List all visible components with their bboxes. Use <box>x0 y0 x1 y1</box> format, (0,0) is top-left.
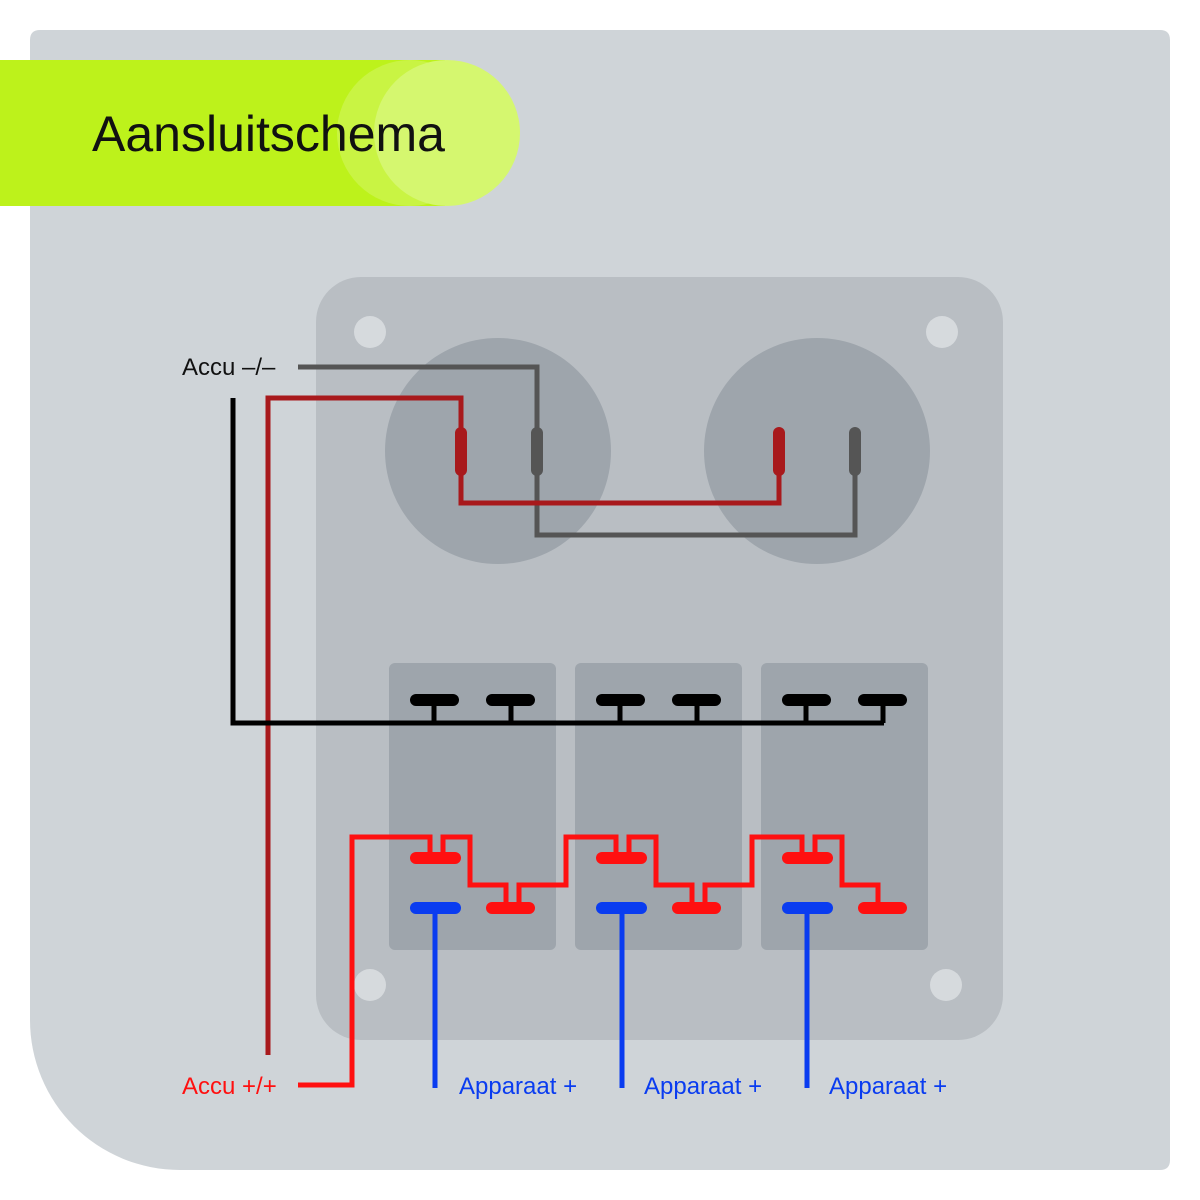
device-1-label: Apparaat + <box>459 1073 577 1100</box>
switch-positive-wiring <box>298 834 907 1088</box>
socket-positive-wiring <box>265 395 785 1055</box>
rocker-switch-3 <box>761 663 928 950</box>
rocker-switch-2 <box>575 663 742 950</box>
device-2-label: Apparaat + <box>644 1073 762 1100</box>
device-wiring <box>410 902 833 1088</box>
device-3-label: Apparaat + <box>829 1073 947 1100</box>
page-title: Aansluitschema <box>92 106 445 162</box>
switch-negative-wiring <box>230 398 907 726</box>
rocker-switch-1 <box>389 663 556 950</box>
screw-hole-top-right <box>926 316 958 348</box>
battery-positive-label: Accu +/+ <box>182 1073 277 1100</box>
switch-negative-wire <box>230 398 886 726</box>
switch-positive-wire <box>298 834 881 1088</box>
header-circle-right <box>374 60 520 206</box>
header-banner: Aansluitschema <box>0 60 520 206</box>
battery-negative-label: Accu –/– <box>182 354 276 381</box>
screw-hole-bottom-left <box>354 969 386 1001</box>
screw-hole-bottom-right <box>930 969 962 1001</box>
socket-right <box>704 338 930 564</box>
socket-left <box>385 338 611 564</box>
socket-negative-wiring <box>298 364 861 538</box>
socket-negative-wire <box>298 364 858 538</box>
switch-panel <box>316 277 1003 1040</box>
screw-hole-top-left <box>354 316 386 348</box>
